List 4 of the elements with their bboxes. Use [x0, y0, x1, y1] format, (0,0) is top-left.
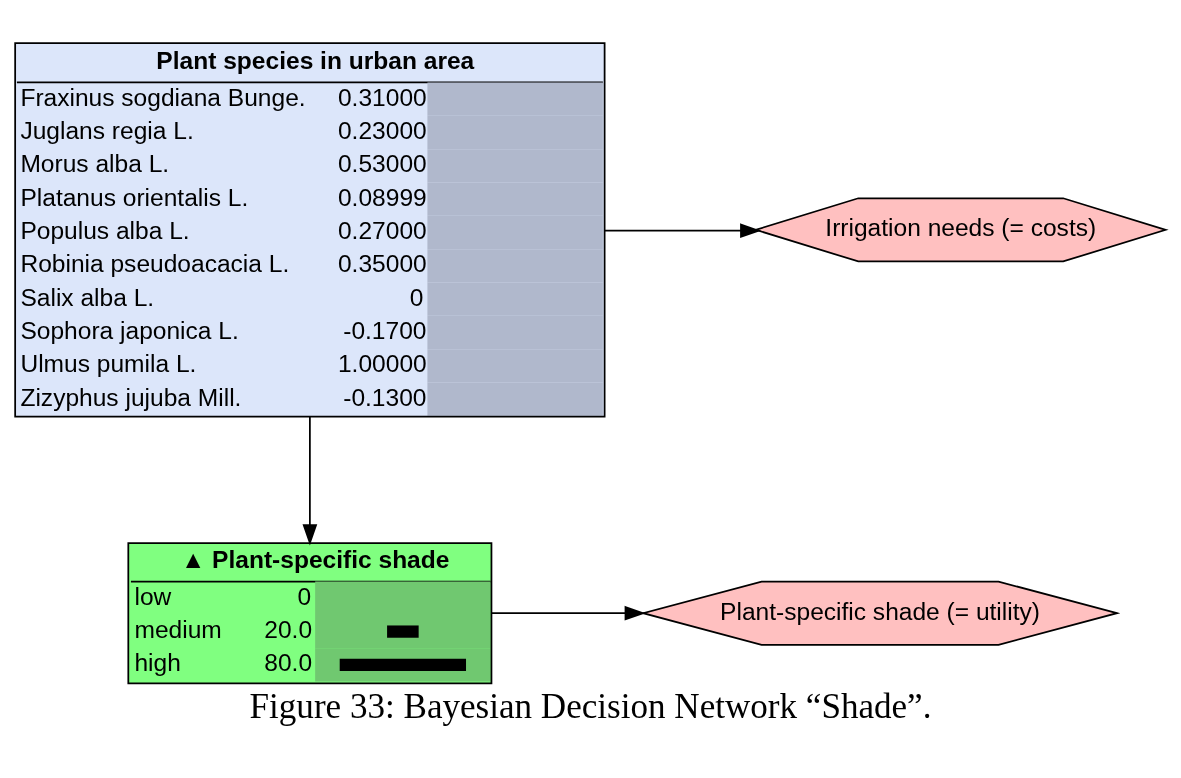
arrow — [302, 415, 318, 545]
arrow — [491, 605, 646, 621]
arrow — [603, 222, 762, 238]
caption: Figure 33: Bayesian Decision Network “Shade”. — [249, 686, 932, 726]
